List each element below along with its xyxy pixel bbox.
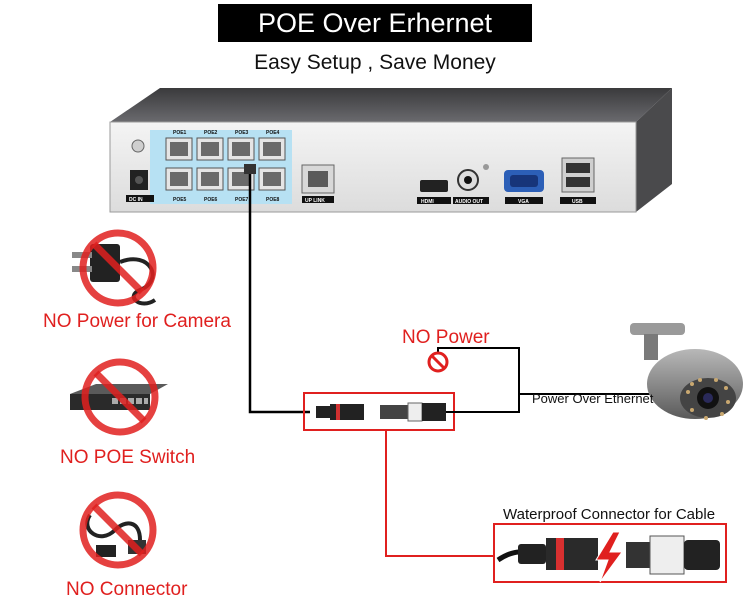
prohibited-icon	[81, 358, 159, 436]
port-label: POE6	[204, 197, 218, 203]
prohibited-icon	[79, 229, 157, 307]
usb-label: USB	[572, 199, 583, 205]
poe-ports-bottom	[165, 167, 286, 191]
prohibited-icon	[427, 351, 449, 373]
waterproof-connector-large	[496, 535, 720, 575]
page-subtitle: Easy Setup , Save Money	[254, 51, 496, 74]
callout-line	[385, 430, 494, 557]
rj45-plug	[244, 164, 256, 174]
no-connector-label: NO Connector	[66, 579, 188, 600]
no-poe-switch-label: NO POE Switch	[60, 447, 196, 468]
vga-label: VGA	[518, 199, 529, 205]
audio-out-label: AUDIO OUT	[455, 199, 483, 205]
prohibited-icon	[79, 491, 157, 569]
no-power-label: NO Power	[402, 327, 490, 348]
poe-port-labels: POE1 POE2 POE3 POE4 POE5 POE6 POE7 POE8	[173, 130, 280, 203]
port-label: POE7	[235, 197, 249, 203]
power-wire	[437, 347, 520, 394]
power-over-ethernet-label: Power Over Ethernet	[532, 391, 654, 406]
bullet-camera-icon	[630, 323, 743, 420]
hdmi-label: HDMI	[421, 199, 434, 205]
poe-ports-top	[165, 137, 286, 161]
port-label: POE5	[173, 197, 187, 203]
lightning-icon	[595, 531, 623, 583]
no-power-camera-label: NO Power for Camera	[43, 311, 231, 332]
nvr-side	[636, 88, 672, 212]
hdmi-port	[420, 180, 448, 192]
port-label: POE4	[266, 130, 280, 136]
page-title: POE Over Erhernet	[218, 4, 532, 42]
uplink-label: UP LINK	[305, 198, 325, 204]
port-label: POE2	[204, 130, 218, 136]
nvr-device: POE1 POE2 POE3 POE4 POE5 POE6 POE7 POE8 …	[109, 88, 672, 213]
nvr-top	[110, 88, 672, 122]
ground-screw	[131, 139, 145, 153]
ethernet-cable-nvr	[248, 170, 310, 414]
ethernet-cable-camera	[446, 393, 650, 413]
port-label: POE1	[173, 130, 187, 136]
waterproof-connector-small	[316, 402, 446, 422]
dc-in-label: DC IN	[129, 197, 143, 203]
waterproof-connector-label: Waterproof Connector for Cable	[503, 506, 716, 523]
waterproof-detail-box	[493, 523, 727, 583]
port-label: POE3	[235, 130, 249, 136]
port-label: POE8	[266, 197, 280, 203]
